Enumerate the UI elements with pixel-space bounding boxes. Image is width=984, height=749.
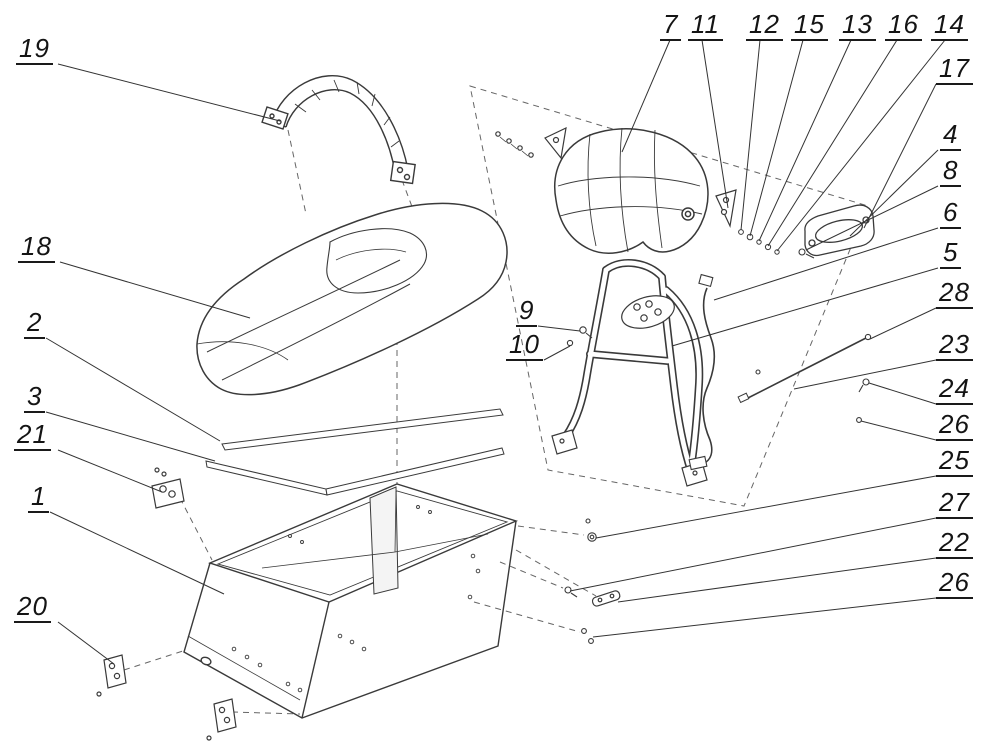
callout-8: 8: [940, 156, 962, 187]
callout-22: 22: [936, 528, 973, 559]
part-21-bracket: [151, 467, 185, 509]
callout-13: 13: [839, 10, 876, 41]
callout-15: 15: [791, 10, 828, 41]
bottom-bracket: [206, 698, 237, 741]
callout-16: 16: [885, 10, 922, 41]
callout-10: 10: [506, 330, 543, 361]
callout-9: 9: [516, 296, 538, 327]
callout-21: 21: [14, 420, 51, 451]
callout-2: 2: [24, 308, 46, 339]
callout-3: 3: [24, 382, 46, 413]
callout-26b: 26: [936, 568, 973, 599]
callout-5: 5: [940, 238, 962, 269]
part-8-bolt: [798, 248, 815, 259]
callout-4: 4: [940, 120, 962, 151]
part-20-bracket: [96, 654, 127, 697]
part-19-grab-strap: [261, 75, 416, 185]
callout-1: 1: [28, 482, 50, 513]
right-side-fasteners: [755, 333, 872, 423]
callout-25: 25: [936, 446, 973, 477]
part-4-taillight: [804, 204, 875, 257]
callout-27: 27: [936, 488, 973, 519]
backrest-left-mount: [495, 126, 567, 160]
part-22-bracket: [591, 590, 621, 607]
callout-23: 23: [936, 330, 973, 361]
part-1-box: [183, 483, 519, 719]
callout-19: 19: [16, 34, 53, 65]
callout-12: 12: [746, 10, 783, 41]
part-23-cable: [737, 337, 867, 404]
callout-6: 6: [940, 198, 962, 229]
fastener-row-12-15-13-16-14: [738, 229, 780, 255]
part-11-bracket: [715, 189, 737, 229]
part-2-rail: [221, 408, 504, 451]
callout-28: 28: [936, 278, 973, 309]
callout-24: 24: [936, 374, 973, 405]
callout-17: 17: [936, 54, 973, 85]
part-6-wiring: [688, 273, 716, 471]
callout-18: 18: [18, 232, 55, 263]
part-3-rail: [205, 447, 505, 496]
part-5-frame: [551, 263, 708, 487]
callout-11: 11: [688, 10, 723, 41]
part-18-seat: [196, 202, 508, 396]
callout-14: 14: [931, 10, 968, 41]
middle-fasteners: [564, 326, 597, 644]
dashed-construction-lines: [123, 85, 869, 715]
part-7-backrest: [554, 127, 709, 254]
leader-lines: [45, 39, 946, 665]
callout-20: 20: [14, 592, 51, 623]
callout-7: 7: [660, 10, 682, 41]
callout-26a: 26: [936, 410, 973, 441]
